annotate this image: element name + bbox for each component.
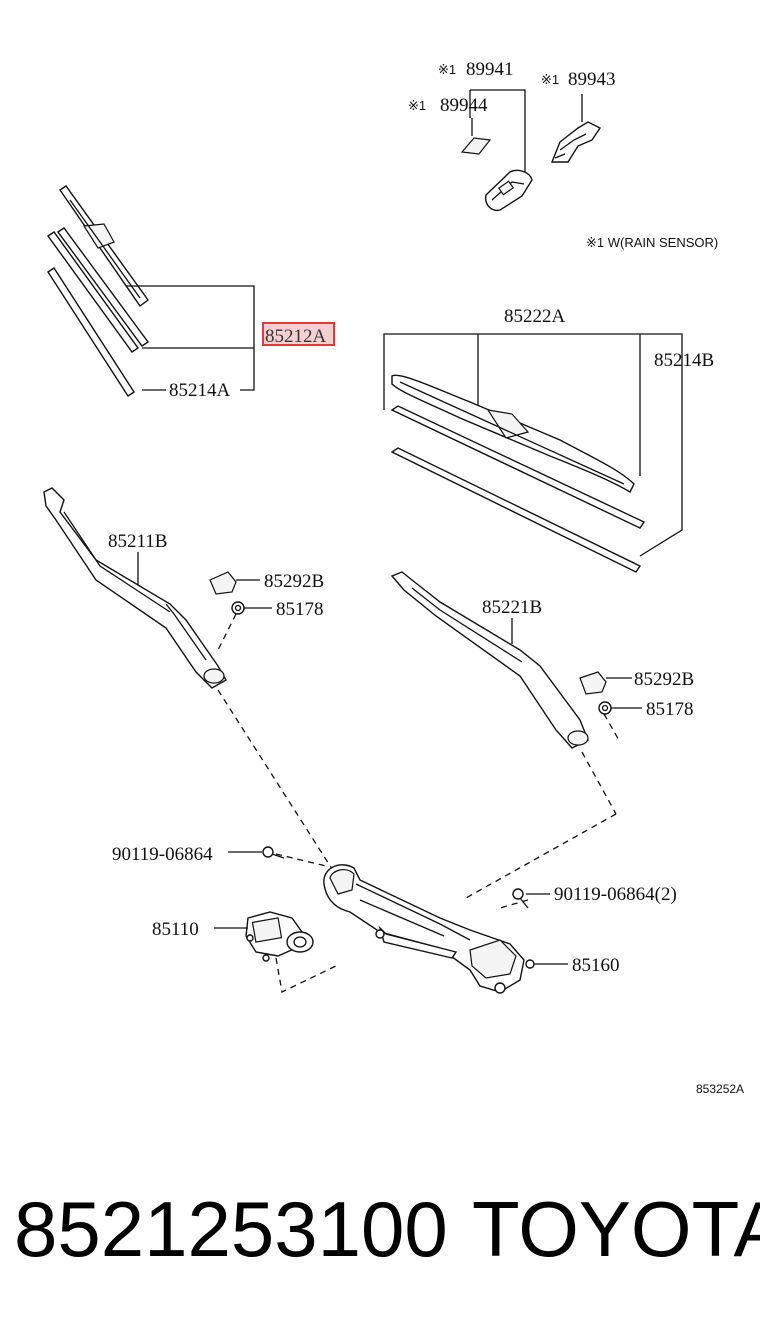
rain-sensor-note: ※1 W(RAIN SENSOR) — [586, 235, 718, 250]
label-90119-left[interactable]: 90119-06864 — [112, 844, 213, 865]
rain-sensor-group: ※1 89941 ※1 89944 ※1 89943 ※1 W(RAIN SEN… — [408, 59, 718, 250]
left-arm-group: 85211B 85292B 85178 — [43, 487, 324, 689]
label-89944[interactable]: 89944 — [440, 95, 488, 116]
label-85292B-left[interactable]: 85292B — [264, 571, 324, 592]
diagram-code: 853252A — [696, 1082, 744, 1096]
label-85212A[interactable]: 85212A — [265, 326, 327, 347]
right-wiper-blade-icon — [390, 374, 646, 573]
right-arm-group: 85221B 85292B 85178 — [390, 571, 694, 749]
label-89941[interactable]: 89941 — [466, 59, 514, 80]
label-90119-right[interactable]: 90119-06864(2) — [554, 884, 677, 905]
right-bolt-icon — [512, 888, 529, 909]
left-arm-nut-icon — [231, 601, 245, 615]
linkage-group: 90119-06864 90119-06864(2) 85160 — [112, 844, 677, 994]
rain-sensor-icon — [485, 169, 533, 212]
mark-89944: ※1 — [408, 98, 426, 113]
dashed-connections — [217, 689, 617, 993]
rain-sensor-pad-icon — [460, 137, 492, 155]
label-85160[interactable]: 85160 — [572, 955, 620, 976]
label-85222A[interactable]: 85222A — [504, 306, 566, 327]
right-arm-nut-icon — [598, 701, 612, 715]
footer-brand: TOYOTA — [472, 1185, 760, 1273]
sensor-bracket-icon — [550, 121, 602, 163]
label-85214A[interactable]: 85214A — [169, 380, 231, 401]
left-arm-cap-icon — [209, 571, 237, 595]
label-85214B[interactable]: 85214B — [654, 350, 714, 371]
wiper-linkage-icon — [323, 864, 535, 994]
right-blade-group: 85222A 85214B — [383, 306, 714, 573]
footer-part-number: 8521253100 — [14, 1185, 448, 1273]
label-85292B-right[interactable]: 85292B — [634, 669, 694, 690]
mark-89943: ※1 — [541, 72, 559, 87]
right-wiper-arm-icon — [390, 571, 589, 749]
left-wiper-arm-icon — [43, 487, 227, 689]
left-wiper-blade-icon — [47, 185, 149, 397]
label-85178-left[interactable]: 85178 — [276, 599, 324, 620]
label-85178-right[interactable]: 85178 — [646, 699, 694, 720]
label-89943[interactable]: 89943 — [568, 69, 616, 90]
wiper-motor-icon — [245, 911, 314, 962]
mark-89941: ※1 — [438, 62, 456, 77]
label-85110[interactable]: 85110 — [152, 919, 199, 940]
right-arm-cap-icon — [579, 671, 607, 695]
label-85211B[interactable]: 85211B — [108, 531, 167, 552]
highlight-85212A — [262, 322, 335, 346]
label-85221B[interactable]: 85221B — [482, 597, 542, 618]
left-bolt-icon — [262, 846, 285, 859]
left-blade-group: 85212A 85214A — [47, 185, 335, 401]
